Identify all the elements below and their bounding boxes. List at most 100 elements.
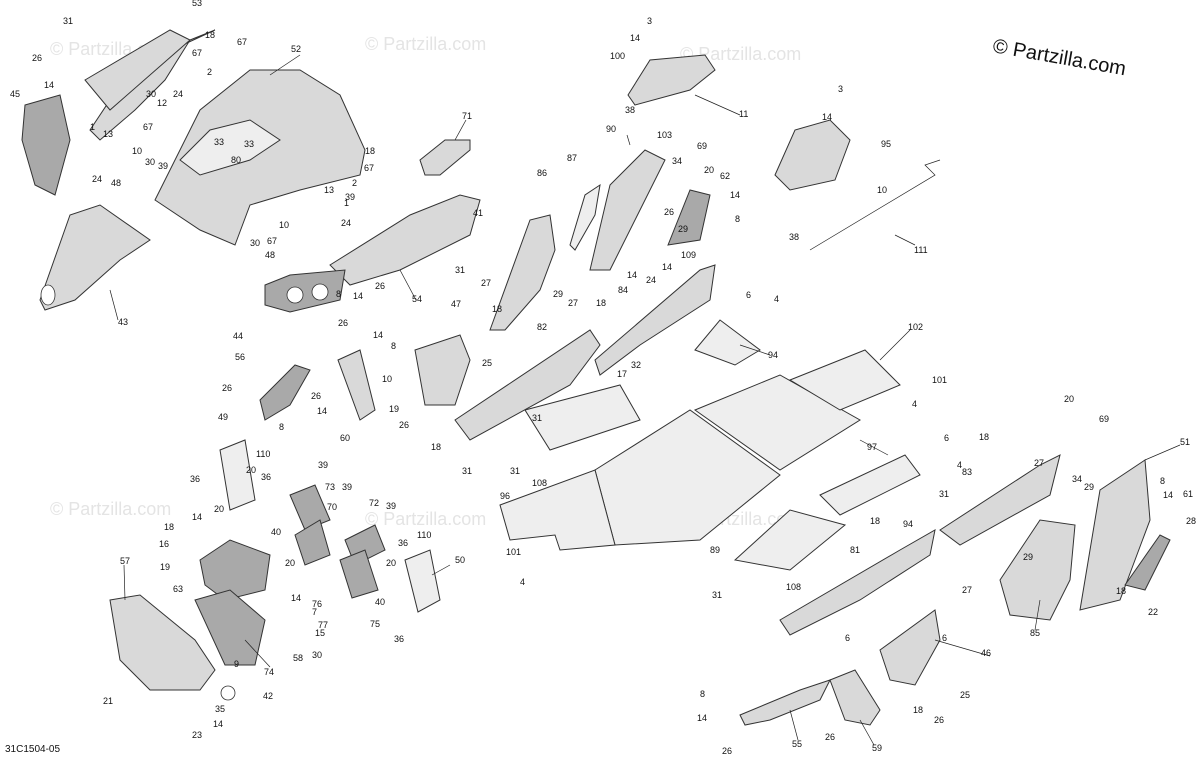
- callout-number: 47: [451, 299, 461, 309]
- part-panel-50: [404, 549, 441, 613]
- callout-number: 85: [1030, 628, 1040, 638]
- callout-number: 82: [537, 322, 547, 332]
- part-bracket-62: [667, 189, 711, 246]
- callout-number: 14: [373, 330, 383, 340]
- callout-number: 30: [146, 89, 156, 99]
- callout-number: 24: [173, 89, 183, 99]
- callout-number: 11: [739, 109, 748, 119]
- callout-number: 33: [214, 137, 224, 147]
- callout-number: 20: [386, 558, 396, 568]
- callout-number: 19: [160, 562, 170, 572]
- callout-number: 77: [318, 620, 328, 630]
- callout-number: 42: [263, 691, 273, 701]
- callout-number: 95: [881, 139, 891, 149]
- callout-number: 49: [218, 412, 228, 422]
- callout-number: 103: [657, 130, 672, 140]
- callout-number: 48: [265, 250, 275, 260]
- callout-number: 19: [389, 404, 399, 414]
- callout-number: 59: [872, 743, 882, 753]
- callout-number: 94: [768, 350, 778, 360]
- callout-number: 31: [532, 413, 542, 423]
- callout-number: 20: [285, 558, 295, 568]
- callout-number: 26: [338, 318, 348, 328]
- callout-number: 67: [237, 37, 247, 47]
- callout-number: 41: [473, 208, 483, 218]
- callout-number: 34: [1072, 474, 1082, 484]
- callout-number: 39: [158, 161, 168, 171]
- part-rocker-81: [779, 529, 936, 636]
- part-bracket-60: [337, 349, 376, 421]
- callout-number: 39: [345, 192, 355, 202]
- callout-number: 15: [315, 628, 325, 638]
- callout-number: 24: [92, 174, 102, 184]
- part-grille-70: [294, 519, 331, 566]
- callout-number: 67: [143, 122, 153, 132]
- callout-number: 101: [506, 547, 521, 557]
- callout-number: 67: [192, 48, 202, 58]
- callout-number: 36: [394, 634, 404, 644]
- callout-number: 33: [244, 139, 254, 149]
- callout-number: 57: [120, 556, 130, 566]
- part-rear-cover-100: [627, 54, 716, 106]
- callout-number: 20: [214, 504, 224, 514]
- callout-number: 1: [344, 198, 349, 208]
- callout-number: 25: [482, 358, 492, 368]
- callout-number: 20: [1064, 394, 1074, 404]
- part-floor-panel-94: [694, 319, 921, 516]
- callout-number: 108: [786, 582, 801, 592]
- callout-number: 67: [364, 163, 374, 173]
- leader-lines: [109, 54, 1181, 746]
- callout-number: 10: [382, 374, 392, 384]
- part-fender-86: [489, 214, 556, 331]
- callout-number: 16: [159, 539, 169, 549]
- callout-number: 29: [553, 289, 563, 299]
- callout-number: 18: [492, 304, 502, 314]
- callout-number: 27: [1034, 458, 1044, 468]
- callout-number: 13: [103, 129, 113, 139]
- callout-number: 96: [500, 491, 510, 501]
- callout-number: 72: [369, 498, 379, 508]
- callout-number: 10: [279, 220, 289, 230]
- callout-number: 110: [417, 530, 431, 540]
- callout-number: 23: [192, 730, 202, 740]
- callout-number: 70: [327, 502, 337, 512]
- callout-number: 26: [399, 420, 409, 430]
- callout-number: 46: [981, 648, 991, 658]
- callout-number: 14: [44, 80, 54, 90]
- callout-number: 35: [215, 704, 225, 714]
- callout-number: 6: [944, 433, 949, 443]
- part-grille-74: [194, 589, 266, 666]
- callout-number: 18: [431, 442, 441, 452]
- callout-number: 54: [412, 294, 422, 304]
- callout-number: 9: [234, 659, 239, 669]
- callout-number: 29: [1084, 482, 1094, 492]
- callout-number: 30: [250, 238, 260, 248]
- callout-number: 14: [213, 719, 223, 729]
- callout-number: 32: [631, 360, 641, 370]
- callout-number: 36: [261, 472, 271, 482]
- callout-number: 2: [352, 178, 357, 188]
- callout-number: 3: [647, 16, 652, 26]
- callout-number: 2: [207, 67, 212, 77]
- callout-number: 22: [1148, 607, 1158, 617]
- callout-number: 20: [246, 465, 256, 475]
- callout-number: 14: [822, 112, 832, 122]
- callout-number: 53: [192, 0, 202, 8]
- callout-number: 39: [342, 482, 352, 492]
- part-panel-49: [219, 439, 256, 511]
- callout-number: 31: [455, 265, 465, 275]
- callout-number: 56: [235, 352, 245, 362]
- part-small-panel-71: [419, 139, 471, 176]
- part-bumper-63: [199, 539, 271, 601]
- callout-number: 14: [662, 262, 672, 272]
- watermark: © Partzilla.com: [50, 499, 171, 519]
- callout-number: 8: [279, 422, 284, 432]
- part-console-54: [329, 194, 481, 286]
- part-grille-73: [289, 484, 331, 531]
- part-floor-panel-96: [499, 469, 616, 551]
- part-rocker-82: [454, 329, 601, 441]
- callout-number: 36: [398, 538, 408, 548]
- part-floor-panel-102: [788, 349, 901, 411]
- callout-number: 90: [606, 124, 616, 134]
